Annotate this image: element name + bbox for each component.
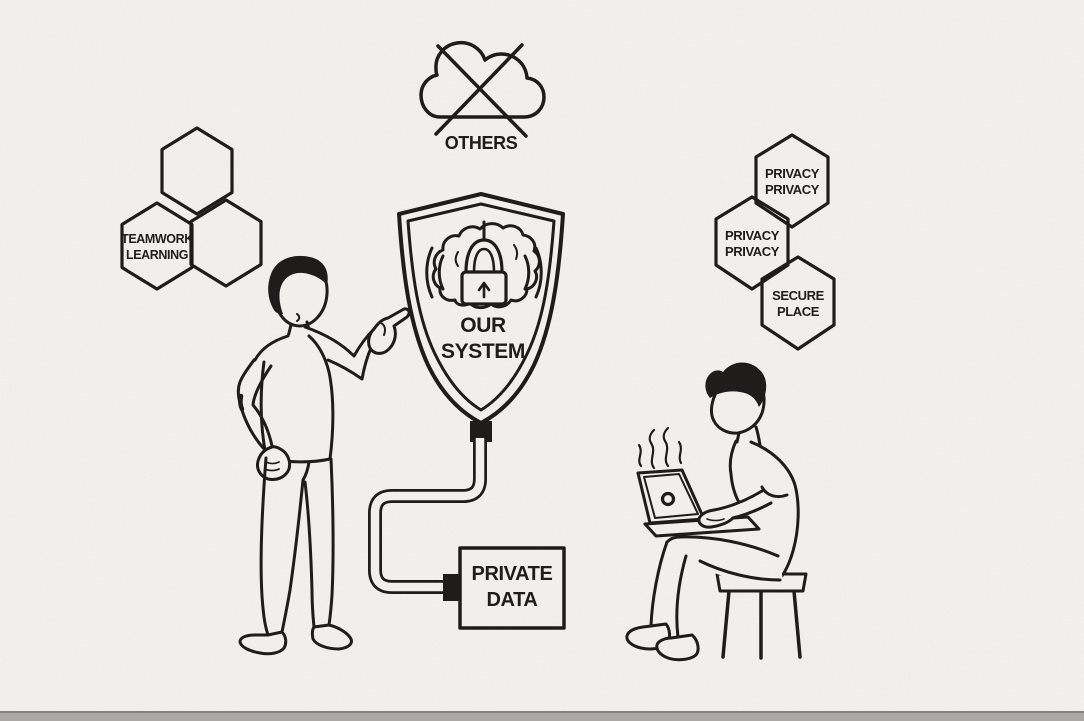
bottom-bar-edge — [0, 711, 1084, 714]
bottom-bar — [0, 713, 1084, 721]
